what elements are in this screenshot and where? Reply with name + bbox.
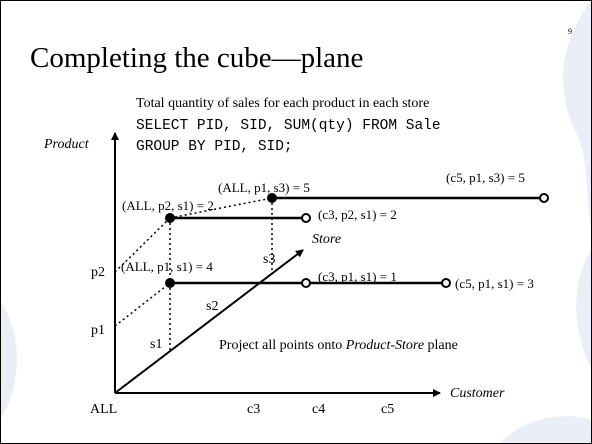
point-all-p1-s3 bbox=[267, 193, 277, 203]
point-all-p1-s1 bbox=[165, 278, 175, 288]
product-axis-label: Product bbox=[43, 137, 90, 152]
projection-p1-line bbox=[114, 282, 171, 327]
point-all-p2-s1 bbox=[165, 213, 175, 223]
tick-s1: s1 bbox=[150, 337, 162, 352]
label-c5-p1-s1: (c5, p1, s1) = 3 bbox=[455, 276, 534, 291]
sql-select-line: SELECT PID, SID, SUM(qty) FROM Sale bbox=[136, 118, 441, 134]
tick-s2: s2 bbox=[206, 299, 218, 314]
label-c5-p1-s3: (c5, p1, s3) = 5 bbox=[446, 170, 525, 185]
label-c3-p1-s1: (c3, p1, s1) = 1 bbox=[318, 269, 397, 284]
tick-c3: c3 bbox=[247, 402, 260, 417]
point-c3-p1-s1 bbox=[301, 278, 311, 288]
store-axis bbox=[114, 249, 304, 394]
projection-p2-s3-line bbox=[169, 197, 273, 219]
sql-groupby-line: GROUP BY PID, SID; bbox=[136, 139, 293, 155]
projection-note: Project all points onto Product-Store pl… bbox=[219, 338, 458, 353]
label-all-p1-s3: (ALL, p1, s3) = 5 bbox=[218, 180, 310, 195]
customer-axis-label: Customer bbox=[450, 386, 505, 401]
query-caption: Total quantity of sales for each product… bbox=[136, 96, 430, 111]
page-number: 9 bbox=[568, 27, 572, 36]
tick-p1: p1 bbox=[91, 323, 105, 338]
tick-c4: c4 bbox=[312, 402, 325, 417]
origin-label: ALL bbox=[90, 402, 117, 417]
tick-c5: c5 bbox=[381, 402, 394, 417]
store-axis-label: Store bbox=[312, 232, 341, 247]
tick-s3: s3 bbox=[263, 252, 275, 267]
tick-p2: p2 bbox=[91, 265, 105, 280]
slide-title: Completing the cube—plane bbox=[30, 42, 364, 74]
point-c3-p2-s1 bbox=[301, 213, 311, 223]
label-all-p2-s1: (ALL, p2, s1) = 2 bbox=[122, 198, 214, 213]
point-c5-p1-s3 bbox=[539, 193, 549, 203]
point-c5-p1-s1 bbox=[441, 278, 451, 288]
label-all-p1-s1: (ALL, p1, s1) = 4 bbox=[121, 259, 213, 274]
label-c3-p2-s1: (c3, p2, s1) = 2 bbox=[318, 207, 397, 222]
